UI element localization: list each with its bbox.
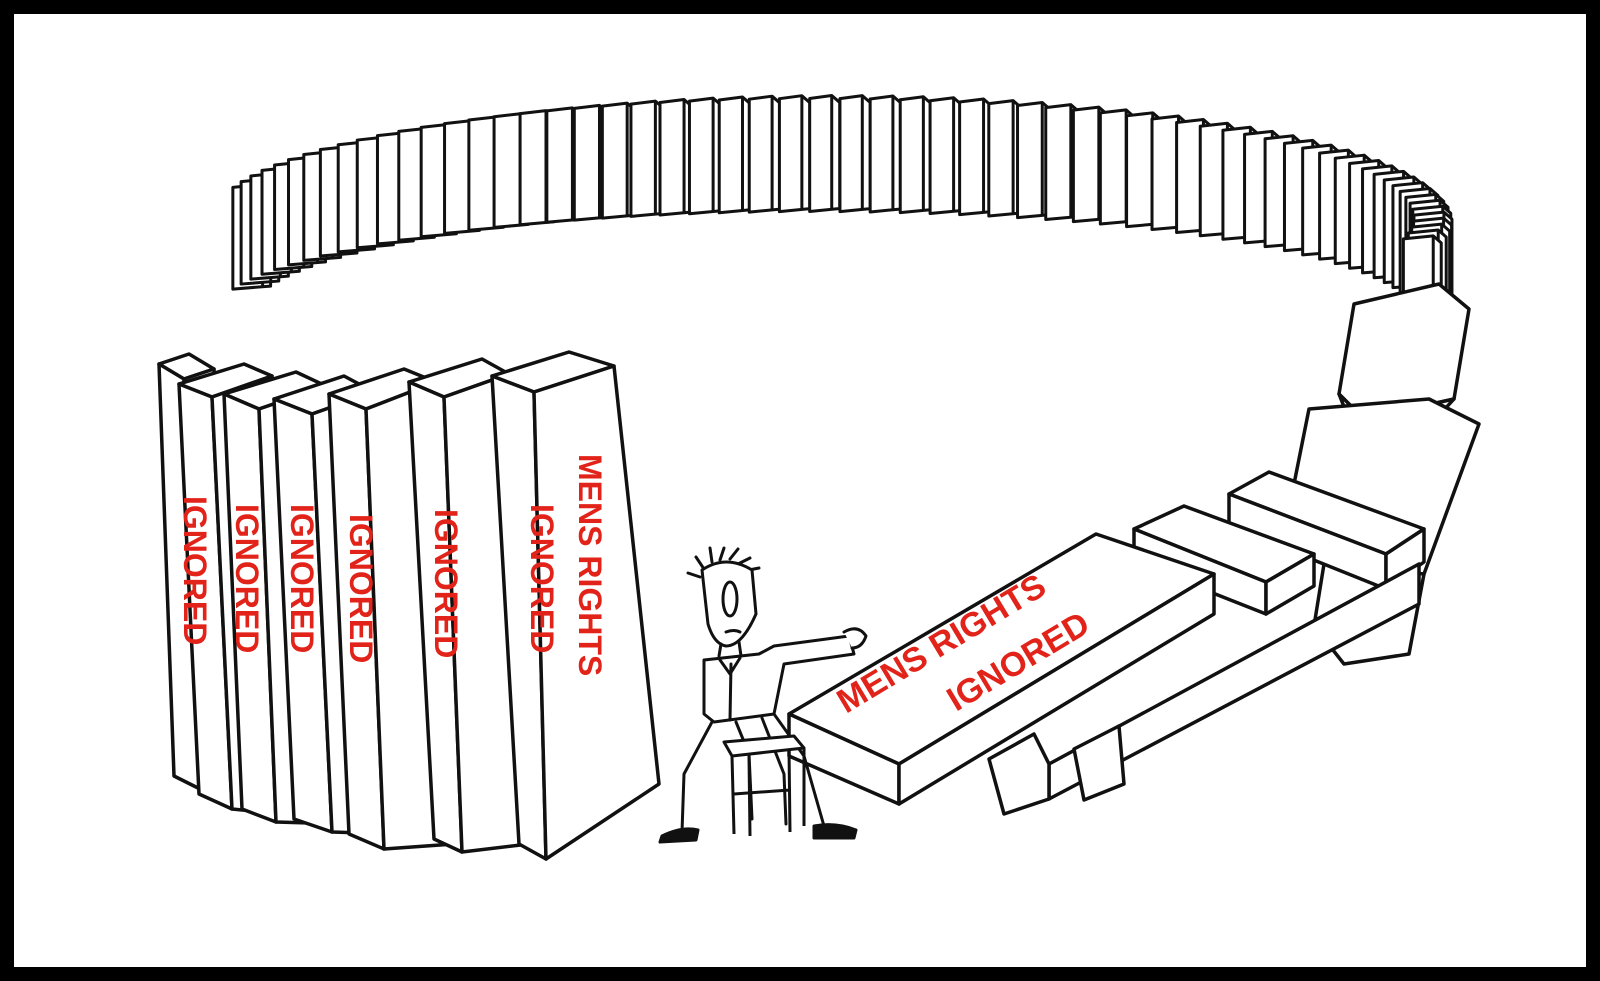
domino-label-2: IGNORED — [229, 504, 265, 653]
front-dominoes — [157, 350, 661, 861]
domino-label-5: IGNORED — [428, 509, 464, 658]
ring-domino — [658, 97, 694, 217]
stick-figure-man — [658, 546, 868, 844]
ring-domino — [747, 94, 782, 214]
domino-label-3: IGNORED — [284, 504, 320, 653]
ring-domino — [898, 95, 933, 215]
ring-domino — [808, 94, 842, 214]
ring-domino — [958, 97, 994, 217]
ring-domino — [838, 94, 872, 214]
stool-icon — [722, 734, 806, 837]
standing-labels: IGNORED IGNORED IGNORED IGNORED IGNORED … — [177, 454, 608, 676]
domino-illustration: IGNORED IGNORED IGNORED IGNORED IGNORED … — [157, 94, 1481, 861]
ring-domino — [868, 94, 903, 214]
ring-domino — [717, 95, 752, 215]
ring-domino — [777, 94, 812, 214]
domino-label-4: IGNORED — [343, 514, 379, 663]
ring-domino — [928, 96, 964, 215]
domino-label-6: IGNORED — [524, 504, 560, 653]
front-domino-label-line1: MENS RIGHTS — [572, 454, 608, 676]
ring-domino — [687, 96, 723, 216]
fallen-dominoes — [787, 470, 1426, 816]
domino-ring — [231, 94, 1454, 336]
domino-label-1: IGNORED — [177, 496, 213, 645]
